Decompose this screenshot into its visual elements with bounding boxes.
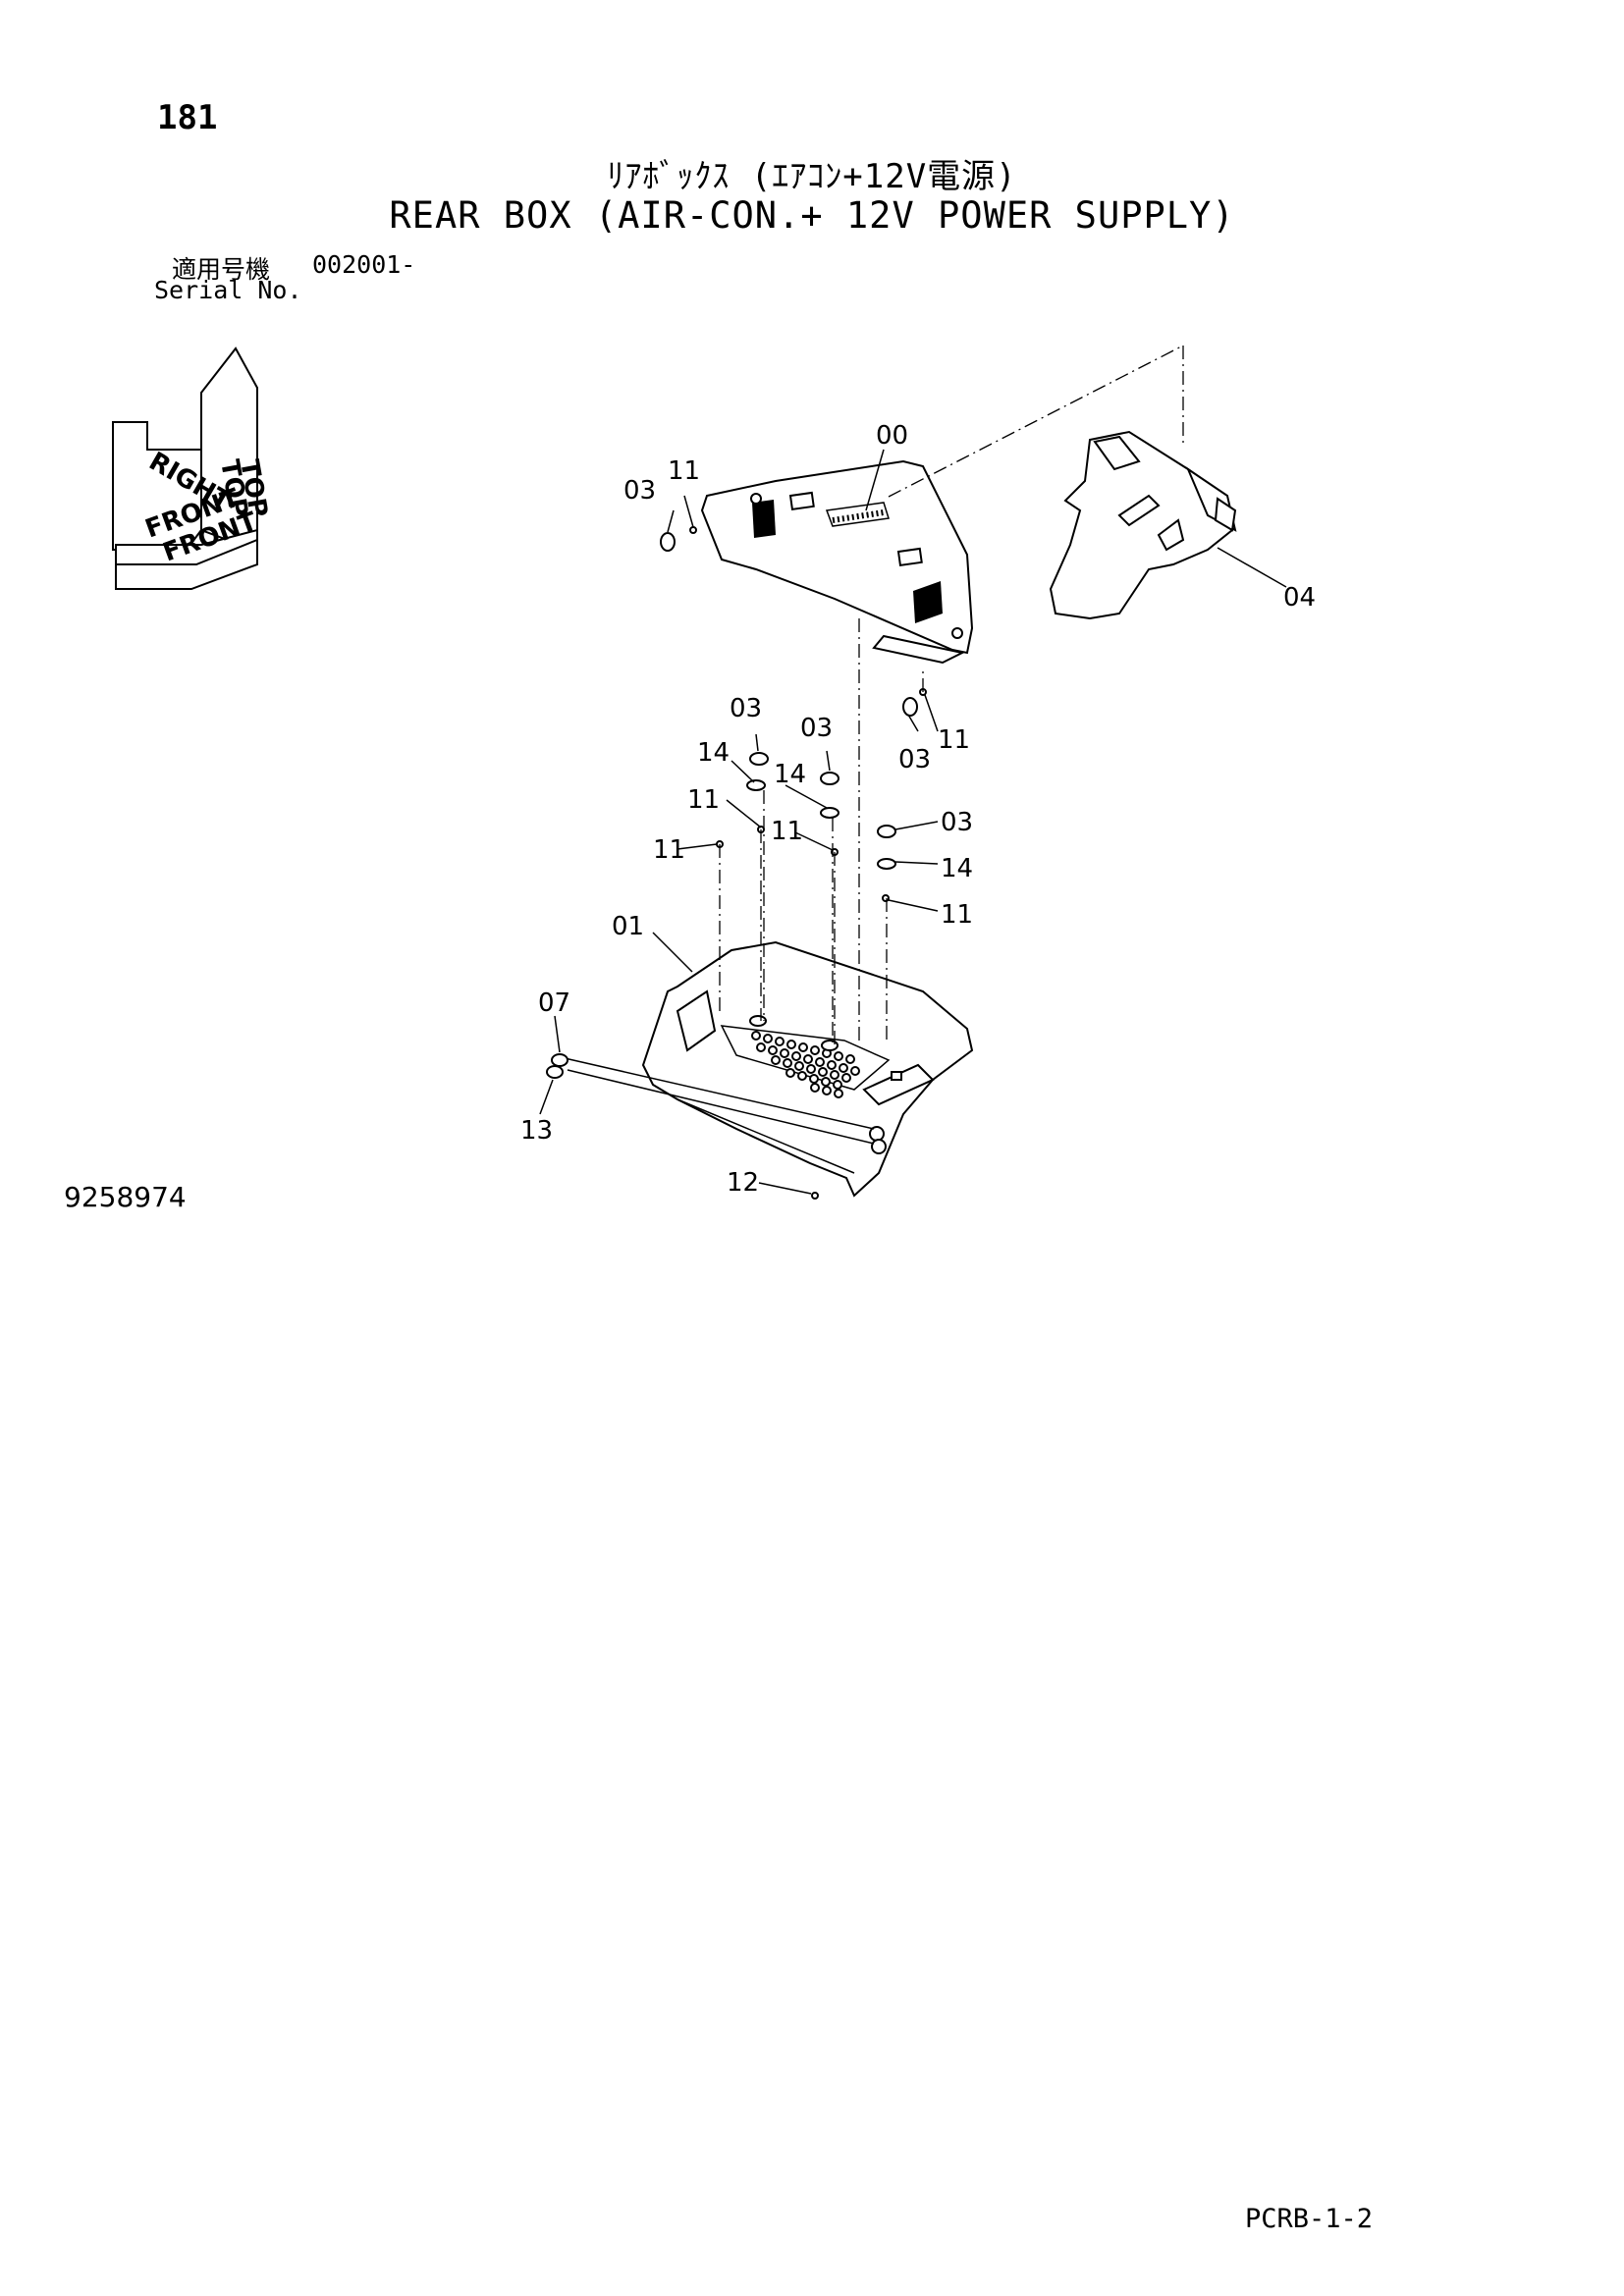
sheet-code: PCRB-1-2: [1245, 2204, 1374, 2234]
callout-03-mid-center: 03: [800, 714, 833, 743]
callout-14-center: 14: [774, 760, 806, 789]
vent-grille-left: [752, 500, 776, 538]
callout-11-right-upper: 11: [938, 725, 970, 755]
callout-11-right-lower: 11: [941, 900, 973, 930]
callout-12: 12: [727, 1168, 759, 1198]
callout-11-center: 11: [771, 817, 803, 846]
callout-11-left-upper: 11: [687, 785, 720, 815]
callout-01: 01: [612, 912, 644, 941]
callout-00: 00: [876, 421, 908, 451]
callout-04: 04: [1283, 583, 1316, 613]
callout-07: 07: [538, 988, 570, 1018]
title-english: REAR BOX (AIR-CON.+ 12V POWER SUPPLY): [389, 194, 1235, 237]
drawing-number: 9258974: [64, 1181, 187, 1213]
leader-lines: [539, 449, 1287, 1195]
tie-rod: [546, 1053, 875, 1145]
callout-03-right: 03: [941, 808, 973, 837]
callout-03-right-lower: 03: [898, 745, 931, 774]
part-00-upper-cover: [700, 459, 974, 665]
serial-label-english: Serial No.: [154, 276, 302, 304]
orientation-indicator: TOP TOP RIGHT FRONT FRONT: [112, 347, 273, 590]
part-01-lower-box: [641, 940, 974, 1198]
title-japanese: ﾘｱﾎﾞｯｸｽ (ｴｱｺﾝ+12V電源): [607, 157, 1017, 196]
callout-14-right: 14: [941, 854, 973, 883]
callout-11-left-lower: 11: [653, 835, 685, 865]
part-04-duct: [1049, 430, 1237, 620]
page-number: 181: [157, 98, 218, 137]
serial-label-japanese: 適用号機: [172, 255, 271, 284]
callout-14-left: 14: [697, 738, 730, 768]
serial-value: 002001-: [312, 250, 416, 279]
callout-11-top-left: 11: [668, 456, 700, 486]
perforation-grid: [751, 1031, 860, 1098]
callout-03-mid-left: 03: [730, 694, 762, 723]
callout-03-top-left: 03: [623, 476, 656, 506]
callout-13: 13: [520, 1116, 553, 1146]
vent-grille-right: [913, 581, 943, 623]
assembly-lines: [719, 345, 1184, 1045]
